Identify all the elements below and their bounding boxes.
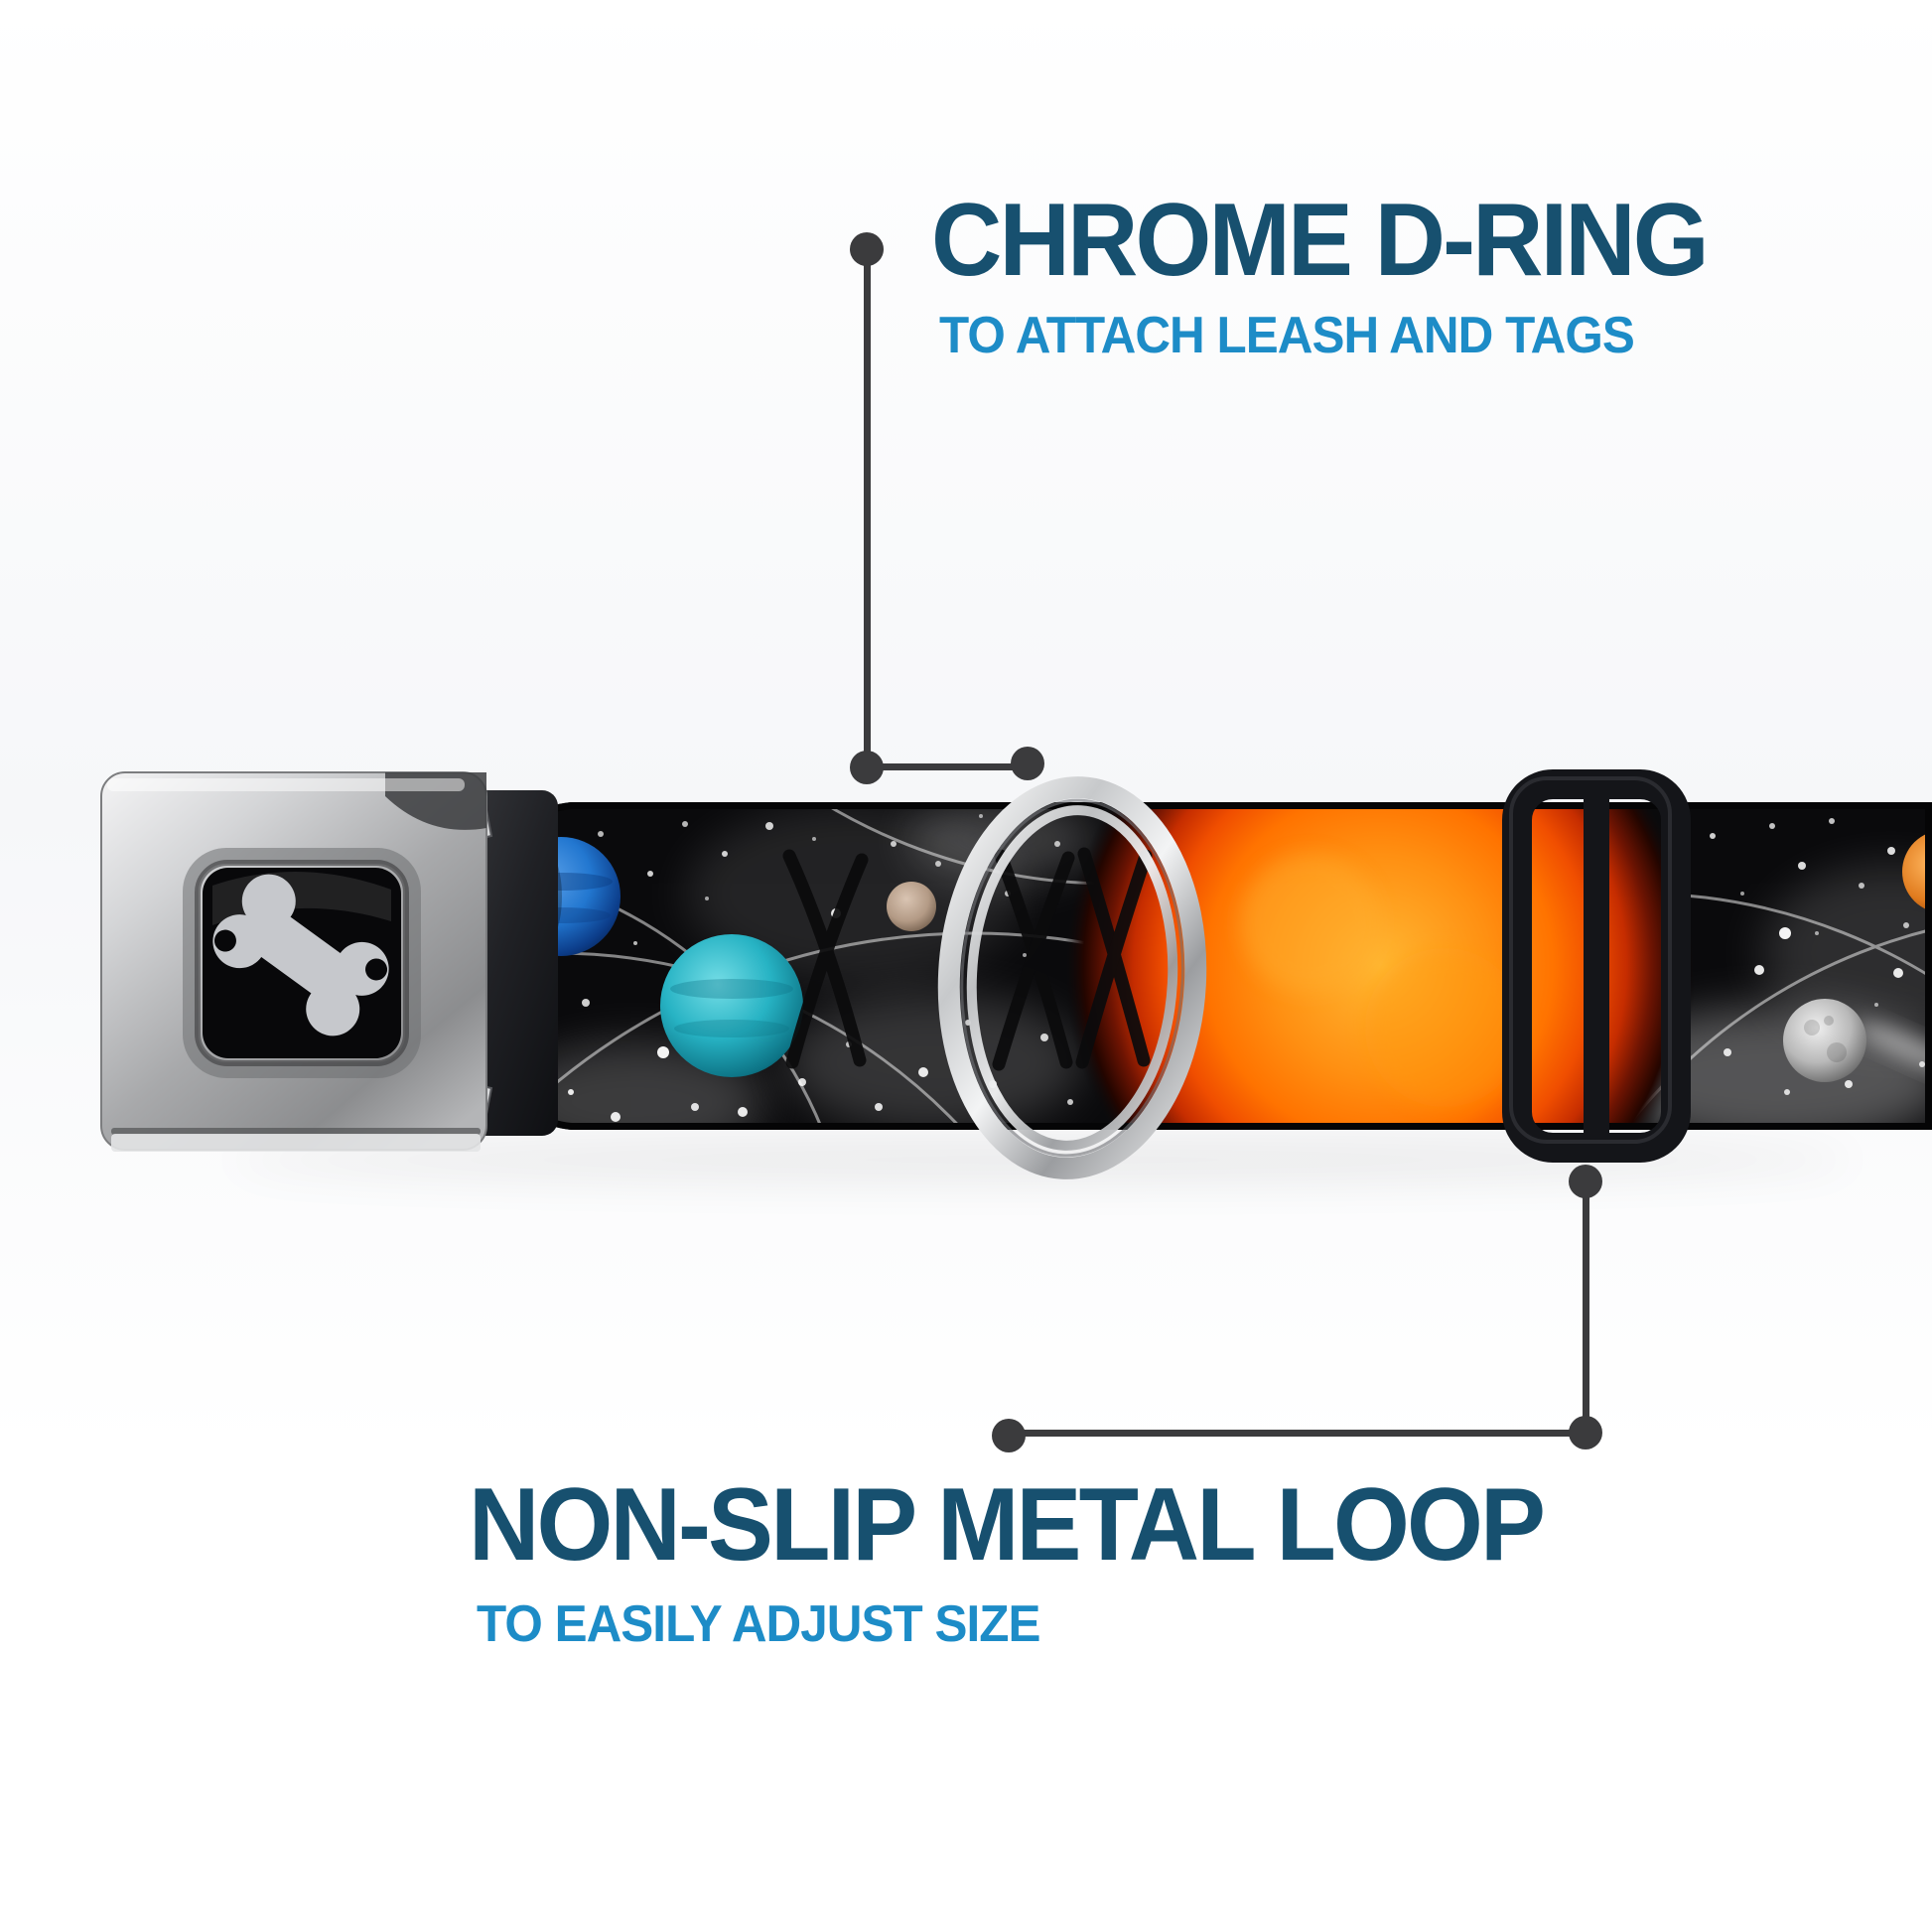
dog-bone-icon [212, 874, 389, 1036]
callout-dot-d-ring [1011, 747, 1044, 780]
callout-dot-loop [1569, 1165, 1602, 1198]
planet-tan [887, 882, 936, 931]
metal-loop-subtitle: TO EASILY ADJUST SIZE [477, 1595, 1040, 1653]
callout-dot-top-text [850, 232, 884, 266]
callout-dot-bottom-text [992, 1419, 1026, 1452]
callout-line-vertical-top [864, 249, 871, 767]
callout-line-vertical-bottom [1583, 1181, 1589, 1433]
buckle-bottom-chrome-strip [111, 1134, 481, 1152]
planet-moon [1783, 999, 1866, 1082]
metal-loop-slider [1502, 769, 1691, 1163]
d-ring-subtitle: TO ATTACH LEASH AND TAGS [939, 307, 1635, 364]
callout-dot-top-corner [850, 751, 884, 784]
chrome-d-ring [937, 776, 1207, 1179]
buckle-top-highlight [107, 778, 465, 791]
buckle-window-bevel [183, 848, 421, 1078]
buckle-bottom-shadow [111, 1128, 481, 1135]
callout-line-horizontal-bottom [1009, 1430, 1586, 1437]
d-ring-title: CHROME D-RING [931, 183, 1710, 298]
seatbelt-buckle [100, 771, 558, 1152]
metal-loop-title: NON-SLIP METAL LOOP [469, 1467, 1546, 1583]
buckle-window-rim [195, 860, 409, 1066]
planet-orange-edge [1902, 830, 1932, 913]
lacing-x-marks [782, 847, 1153, 1071]
planet-teal [660, 934, 803, 1077]
callout-line-horizontal-top [867, 763, 1028, 770]
callout-dot-bottom-corner [1569, 1416, 1602, 1449]
